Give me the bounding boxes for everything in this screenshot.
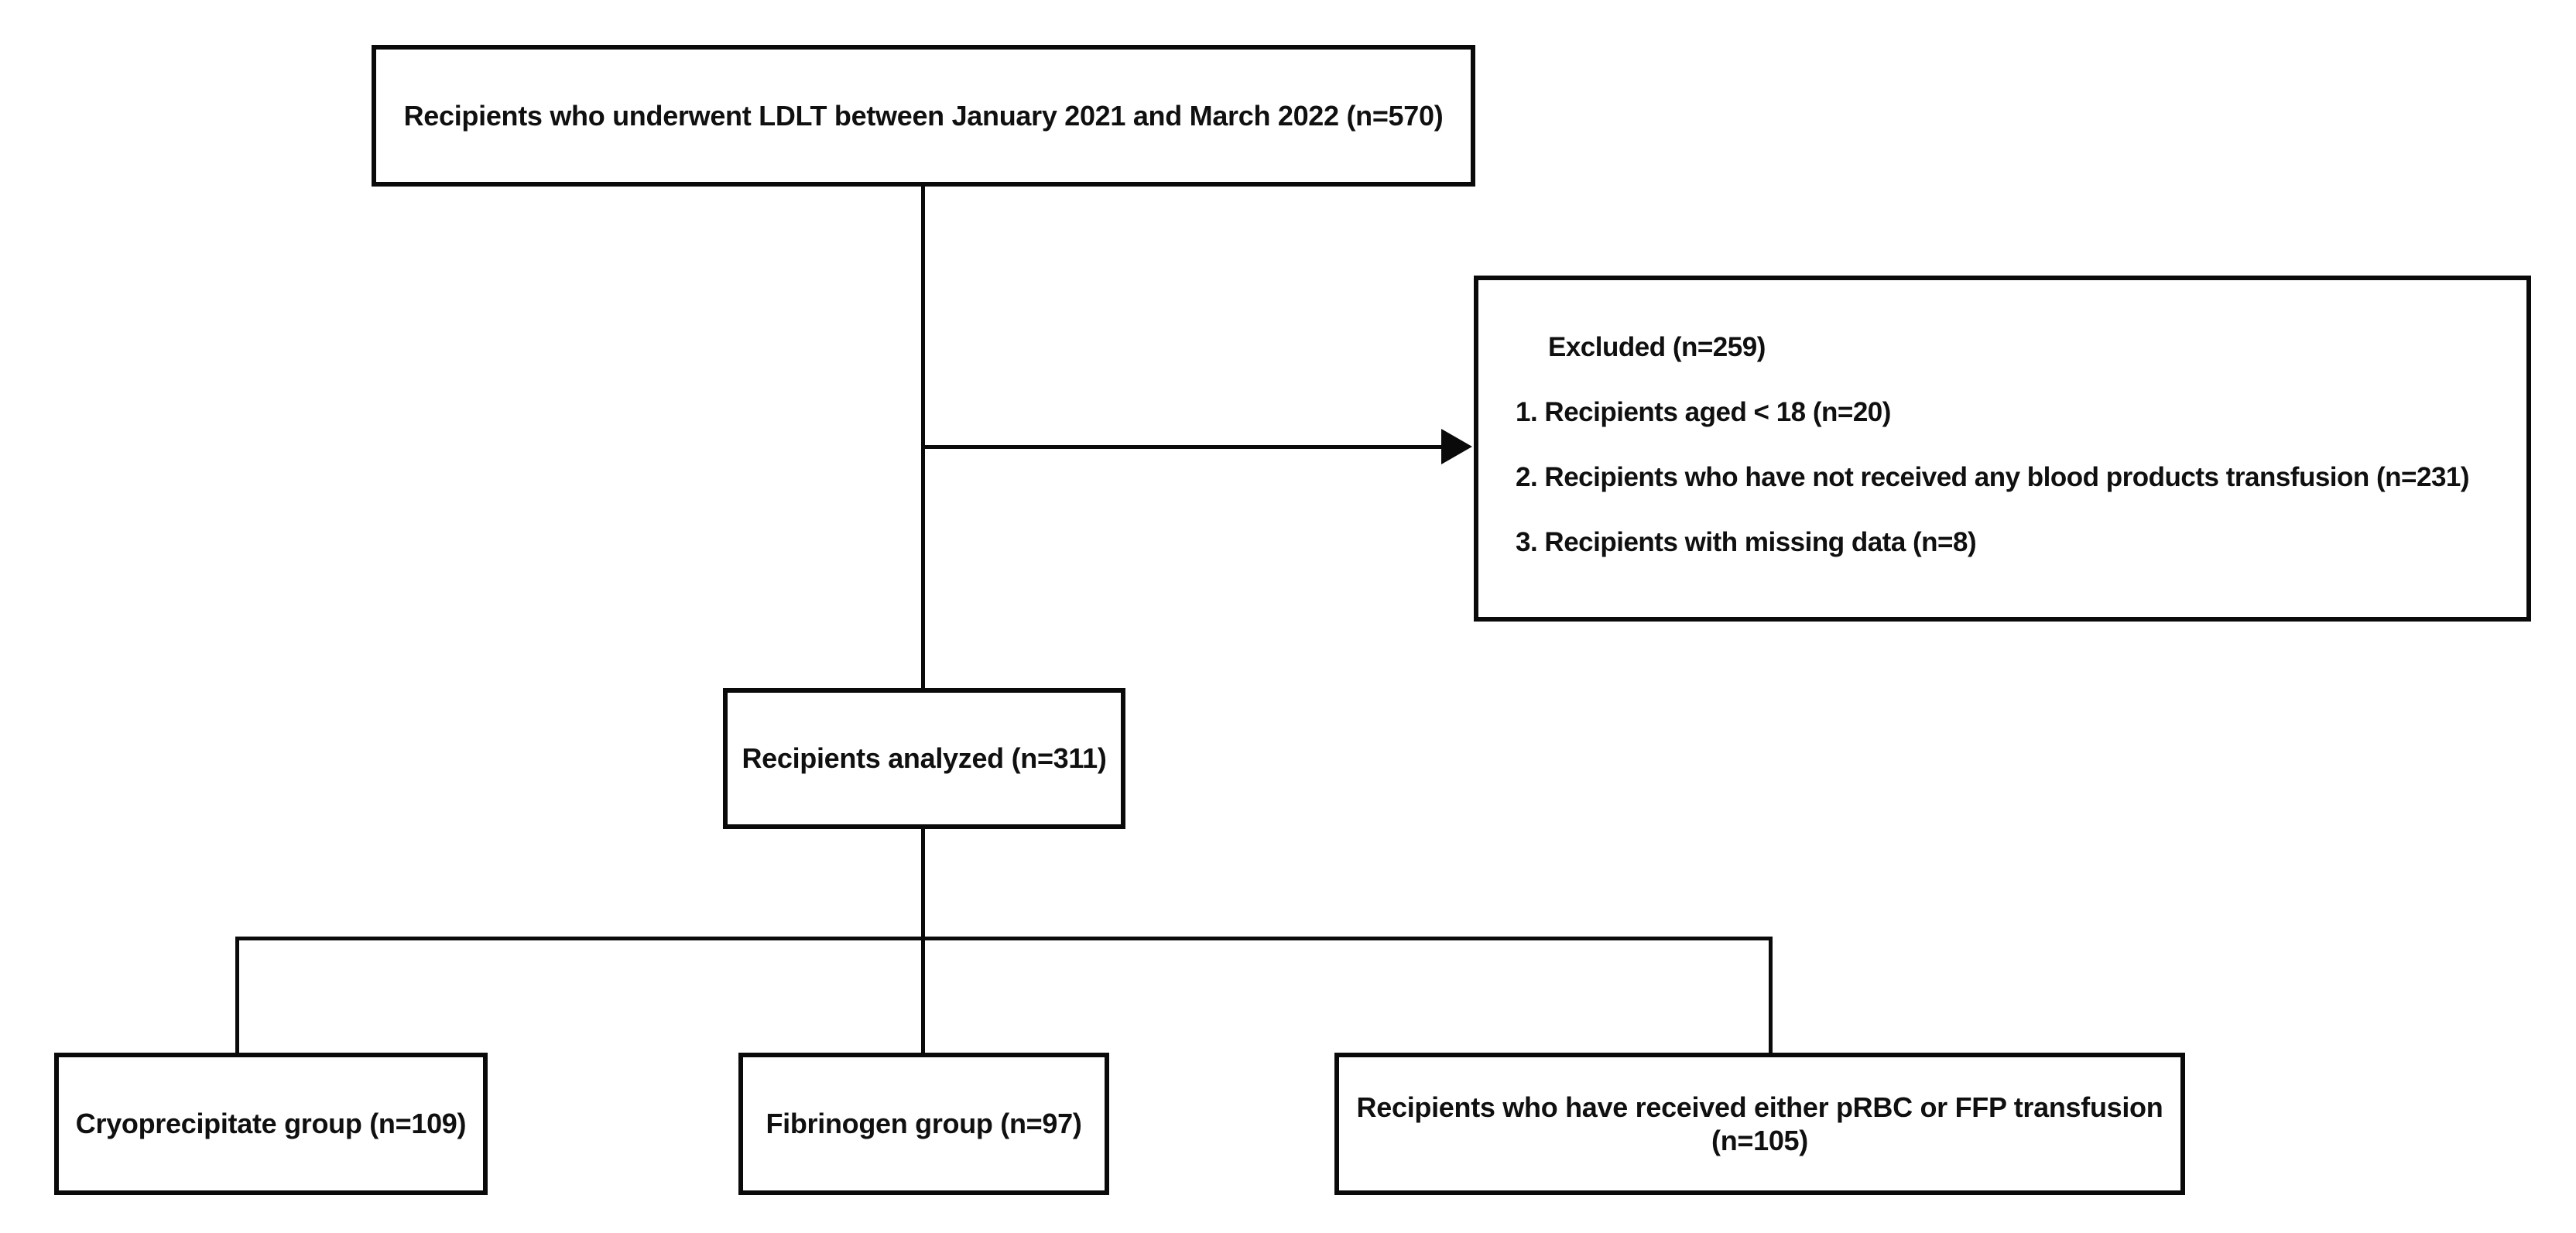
flow-box-excluded-title: Excluded (n=259) [1548, 332, 1766, 362]
flow-box-prbc-ffp-label-line2: (n=105) [1711, 1125, 1808, 1156]
flow-box-excluded-item-2: 2. Recipients who have not received any … [1516, 462, 2470, 492]
flow-box-analyzed-label: Recipients analyzed (n=311) [742, 742, 1107, 775]
connector-exclusion-arrow [921, 445, 1444, 449]
connector-analyzed-to-branch [921, 827, 925, 940]
arrowhead-icon [1441, 429, 1472, 464]
flow-box-cryoprecipitate-group: Cryoprecipitate group (n=109) [54, 1053, 488, 1195]
flow-box-enrolled-label: Recipients who underwent LDLT between Ja… [403, 99, 1444, 132]
flow-box-cryoprecipitate-label: Cryoprecipitate group (n=109) [75, 1108, 467, 1140]
connector-drop-prbc-ffp [1769, 937, 1773, 1053]
connector-drop-fibrinogen [921, 937, 925, 1053]
flow-box-excluded-item-1: 1. Recipients aged < 18 (n=20) [1516, 397, 1891, 427]
flow-box-excluded-item-3: 3. Recipients with missing data (n=8) [1516, 527, 1977, 557]
connector-top-to-analyzed [921, 186, 925, 689]
flow-box-fibrinogen-label: Fibrinogen group (n=97) [766, 1108, 1082, 1140]
flow-box-enrolled: Recipients who underwent LDLT between Ja… [372, 45, 1475, 187]
connector-drop-cryoprecipitate [235, 937, 239, 1053]
connector-branch-horizontal [235, 937, 1773, 940]
flow-box-prbc-ffp-label-line1: Recipients who have received either pRBC… [1356, 1091, 2163, 1123]
flow-box-analyzed: Recipients analyzed (n=311) [723, 688, 1125, 829]
flow-box-excluded: Excluded (n=259) 1. Recipients aged < 18… [1474, 276, 2531, 622]
flow-box-prbc-ffp-group: Recipients who have received either pRBC… [1334, 1053, 2185, 1195]
flow-box-fibrinogen-group: Fibrinogen group (n=97) [738, 1053, 1109, 1195]
